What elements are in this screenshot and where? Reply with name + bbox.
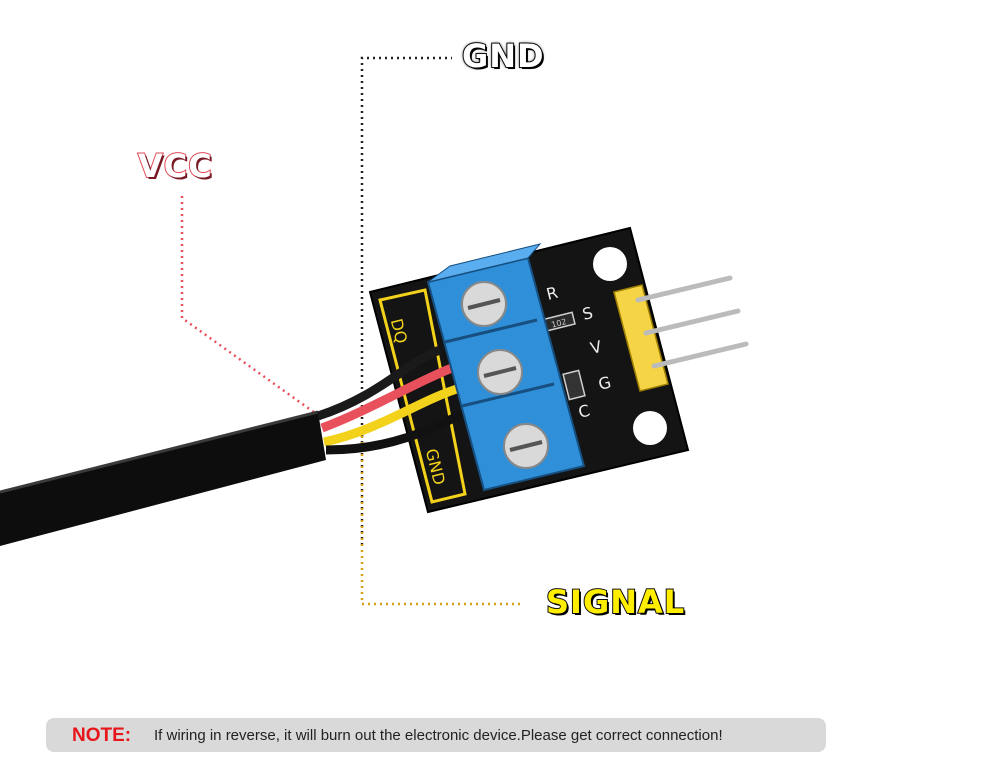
smd-resistor: 102 [542, 311, 576, 333]
note-bar: NOTE: If wiring in reverse, it will burn… [46, 718, 826, 752]
note-label: NOTE: [72, 725, 132, 746]
note-text: If wiring in reverse, it will burn out t… [154, 727, 723, 744]
screw-top [461, 281, 507, 327]
pin-header [613, 275, 749, 392]
silk-s: S [580, 303, 594, 324]
gnd-callout-line [360, 56, 452, 545]
vcc-label: VCC [137, 147, 213, 185]
mount-hole-bottom [633, 411, 667, 445]
smd-capacitor [562, 369, 586, 401]
signal-label: SIGNAL [545, 583, 686, 621]
silk-v: V [588, 337, 603, 358]
silk-r: R [544, 283, 559, 304]
sensor-cable [0, 345, 473, 546]
gnd-label: GND [461, 37, 545, 75]
screw-bottom [503, 423, 549, 469]
screw-middle [477, 349, 523, 395]
signal-callout-line [360, 430, 520, 606]
mount-hole-top [593, 247, 627, 281]
svg-text:102: 102 [550, 317, 567, 329]
silk-g: G [596, 372, 613, 393]
silk-c: C [576, 401, 591, 422]
vcc-callout-line [180, 196, 323, 420]
terminal-block [426, 243, 586, 492]
